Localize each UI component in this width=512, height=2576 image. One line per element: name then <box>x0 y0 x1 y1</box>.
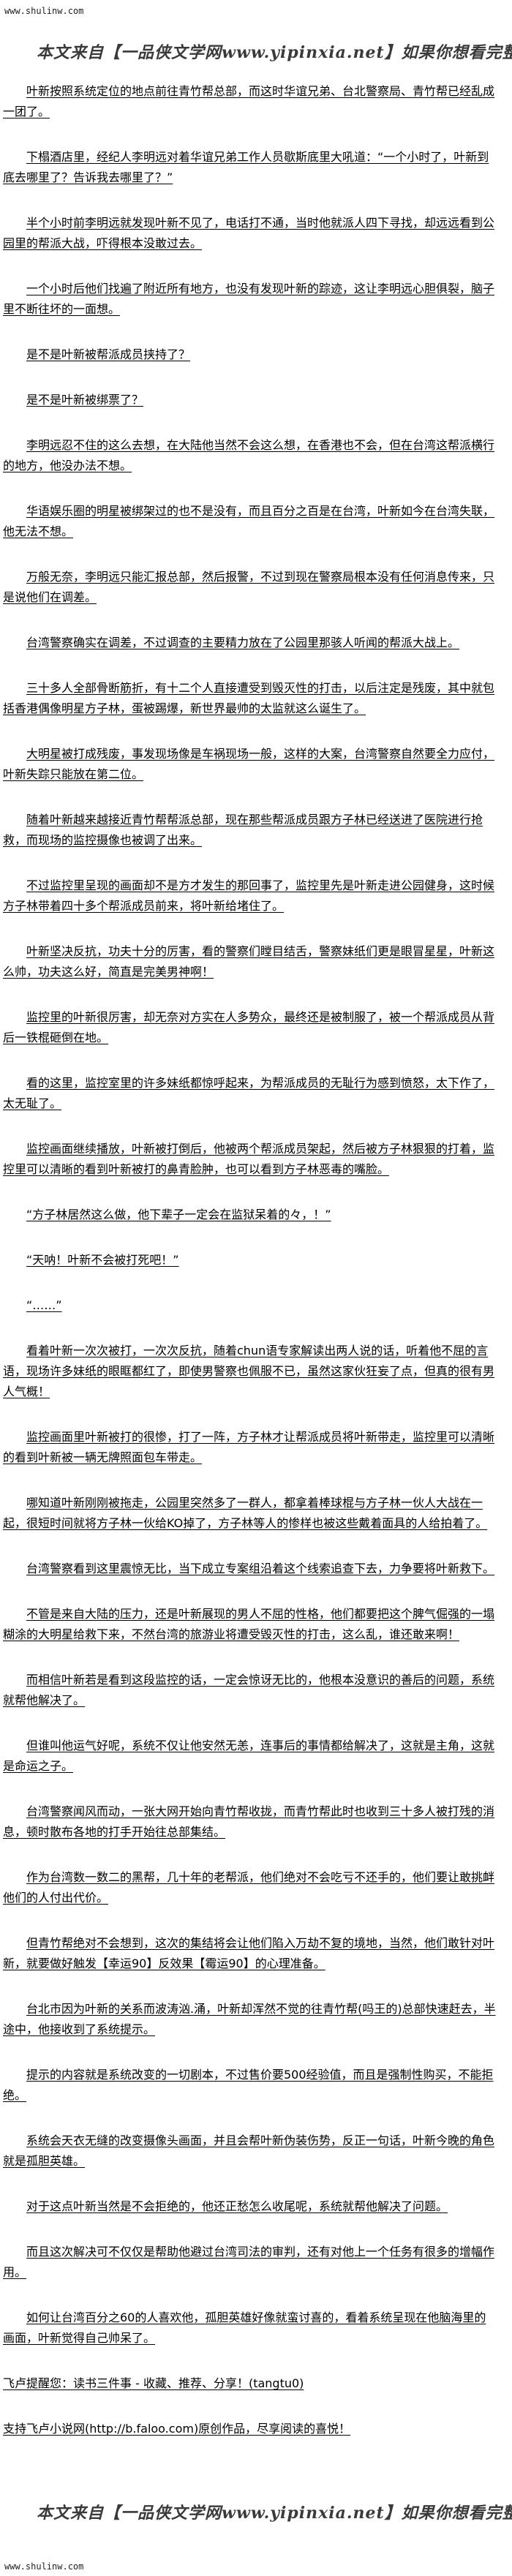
paragraph-text: 是不是叶新被帮派成员挟持了？ <box>26 347 191 361</box>
paragraph-text: 叶新按照系统定位的地点前往青竹帮总部，而这时华谊兄弟、台北警察局、青竹帮已经乱成… <box>3 84 495 118</box>
paragraph-text: 而相信叶新若是看到这段监控的话，一定会惊讶无比的，他根本没意识的善后的问题，系统… <box>3 1673 495 1707</box>
paragraph: 台北市因为叶新的关系而波涛汹.涌，叶新却浑然不觉的往青竹帮(吗王的)总部快速赶去… <box>3 1999 496 2040</box>
paragraph-text: 一个小时后他们找遍了附近所有地方，也没有发现叶新的踪迹，这让李明远心胆俱裂，脑子… <box>3 282 495 316</box>
paragraph: 对于这点叶新当然是不会拒绝的，他还正愁怎么收尾呢，系统就帮他解决了问题。 <box>3 2196 496 2217</box>
paragraph: “……” <box>3 1295 496 1316</box>
paragraph-text: 李明远忍不住的这么去想，在大陆他当然不会这么想，在香港也不会，但在台湾这帮派横行… <box>3 438 495 472</box>
paragraph-text: 三十多人全部骨断筋折，有十二个人直接遭受到毁灭性的打击，以后注定是残废，其中就包… <box>3 681 495 715</box>
paragraph-text: 不过监控里呈现的画面却不是方才发生的那回事了，监控里先是叶新走进公园健身，这时候… <box>3 878 495 913</box>
paragraph: 但青竹帮绝对不会想到，这次的集结将会让他们陷入万劫不复的境地，当然，他们敢针对叶… <box>3 1933 496 1974</box>
paragraph-text: 看的这里，监控室里的许多妹纸都惊呼起来，为帮派成员的无耻行为感到愤怒，太下作了，… <box>3 1076 495 1110</box>
paragraph-text: 下榻酒店里，经纪人李明远对着华谊兄弟工作人员歇斯底里大吼道：“一个小时了，叶新到… <box>3 150 489 184</box>
paragraph-text: 台北市因为叶新的关系而波涛汹.涌，叶新却浑然不觉的往青竹帮(吗王的)总部快速赶去… <box>3 2002 496 2036</box>
paragraph-text: 华语娱乐圈的明星被绑架过的也不是没有，而且百分之百是在台湾，叶新如今在台湾失联，… <box>3 504 495 538</box>
paragraph: 下榻酒店里，经纪人李明远对着华谊兄弟工作人员歇斯底里大吼道：“一个小时了，叶新到… <box>3 147 496 188</box>
paragraph: 随着叶新越来越接近青竹帮帮派总部，现在那些帮派成员跟方子林已经送进了医院进行抢救… <box>3 810 496 851</box>
paragraph: 半个小时前李明远就发现叶新不见了，电话打不通，当时他就派人四下寻找，却远远看到公… <box>3 213 496 254</box>
paragraph: 是不是叶新被帮派成员挟持了？ <box>3 344 496 365</box>
paragraph-text: 台湾警察闻风而动，一张大网开始向青竹帮收拢，而青竹帮此时也收到三十多人被打残的消… <box>3 1804 495 1839</box>
paragraph: 监控画面继续播放，叶新被打倒后，他被两个帮派成员架起，然后被方子林狠狠的打着，监… <box>3 1139 496 1180</box>
paragraph: 一个小时后他们找遍了附近所有地方，也没有发现叶新的踪迹，这让李明远心胆俱裂，脑子… <box>3 279 496 320</box>
paragraph: “方子林居然这么做，他下辈子一定会在监狱呆着的々，！” <box>3 1205 496 1225</box>
paragraph-text: 监控画面继续播放，叶新被打倒后，他被两个帮派成员架起，然后被方子林狠狠的打着，监… <box>3 1142 495 1176</box>
chapter-content: 叶新按照系统定位的地点前往青竹帮总部，而这时华谊兄弟、台北警察局、青竹帮已经乱成… <box>3 81 496 2464</box>
paragraph: 不管是来自大陆的压力，还是叶新展现的男人不屈的性格，他们都要把这个脾气倔强的一塌… <box>3 1604 496 1645</box>
paragraph: 而相信叶新若是看到这段监控的话，一定会惊讶无比的，他根本没意识的善后的问题，系统… <box>3 1670 496 1711</box>
paragraph-text: 台湾警察确实在调差，不过调查的主要精力放在了公园里那骇人听闻的帮派大战上。 <box>26 636 460 649</box>
paragraph: 大明星被打成残废，事发现场像是车祸现场一般，这样的大案，台湾警察自然要全力应付，… <box>3 744 496 785</box>
paragraph-text: 系统会天衣无缝的改变摄像头画面，并且会帮叶新伪装伤势，反正一句话，叶新今晚的角色… <box>3 2134 495 2168</box>
paragraph-text: 而且这次解决可不仅仅是帮助他避过台湾司法的审判，还有对他上一个任务有很多的增幅作… <box>3 2245 495 2279</box>
paragraph-text: 如何让台湾百分之60的人喜欢他，孤胆英雄好像就蛮讨喜的，看着系统呈现在他脑海里的… <box>3 2311 486 2345</box>
paragraph-text: 对于这点叶新当然是不会拒绝的，他还正愁怎么收尾呢，系统就帮他解决了问题。 <box>26 2199 448 2213</box>
paragraph: 三十多人全部骨断筋折，有十二个人直接遭受到毁灭性的打击，以后注定是残废，其中就包… <box>3 678 496 719</box>
footer-reminder: 飞卢提醒您：读书三件事 - 收藏、推荐、分享！(tangtu0) <box>3 2373 496 2394</box>
paragraph-text: 随着叶新越来越接近青竹帮帮派总部，现在那些帮派成员跟方子林已经送进了医院进行抢救… <box>3 813 483 847</box>
paragraph: 叶新按照系统定位的地点前往青竹帮总部，而这时华谊兄弟、台北警察局、青竹帮已经乱成… <box>3 81 496 122</box>
paragraph-list: 叶新按照系统定位的地点前往青竹帮总部，而这时华谊兄弟、台北警察局、青竹帮已经乱成… <box>3 81 496 2349</box>
paragraph: 叶新坚决反抗，功夫十分的厉害，看的警察们瞠目结舌，警察妹纸们更是眼冒星星，叶新这… <box>3 941 496 982</box>
paragraph: 看着叶新一次次被打，一次次反抗，随着chun语专家解读出两人说的话，听着他不屈的… <box>3 1341 496 1402</box>
paragraph-text: 但谁叫他运气好呢，系统不仅让他安然无恙，连事后的事情都给解决了，这就是主角，这就… <box>3 1739 495 1773</box>
paragraph-text: 监控画面里叶新被打的很惨，打了一阵，方子林才让帮派成员将叶新带走，监控里可以清晰… <box>3 1430 495 1464</box>
footer-reminder-text: 飞卢提醒您：读书三件事 - 收藏、推荐、分享！(tangtu0) <box>3 2376 304 2390</box>
paragraph-text: 是不是叶新被绑票了？ <box>26 393 144 407</box>
paragraph: 监控里的叶新很厉害，却无奈对方实在人多势众，最终还是被制服了，被一个帮派成员从背… <box>3 1007 496 1048</box>
paragraph-text: 作为台湾数一数二的黑帮，几十年的老帮派，他们绝对不会吃亏不还手的，他们要让敢挑衅… <box>3 1870 495 1905</box>
paragraph: 哪知道叶新刚刚被拖走，公园里突然多了一群人，都拿着棒球棍与方子林一伙人大战在一起… <box>3 1493 496 1534</box>
footer-support-text: 支持飞卢小说网(http://b.faloo.com)原创作品，尽享阅读的喜悦！ <box>3 2422 351 2436</box>
paragraph: 不过监控里呈现的画面却不是方才发生的那回事了，监控里先是叶新走进公园健身，这时候… <box>3 875 496 916</box>
paragraph-text: 万般无奈，李明远只能汇报总部，然后报警，不过到现在警察局根本没有任何消息传来，只… <box>3 570 495 604</box>
paragraph-text: 叶新坚决反抗，功夫十分的厉害，看的警察们瞠目结舌，警察妹纸们更是眼冒星星，叶新这… <box>3 944 495 979</box>
paragraph: 提示的内容就是系统改变的一切剧本，不过售价要500经验值，而且是强制性购买，不能… <box>3 2065 496 2106</box>
paragraph-text: “……” <box>26 1298 62 1312</box>
paragraph: 万般无奈，李明远只能汇报总部，然后报警，不过到现在警察局根本没有任何消息传来，只… <box>3 567 496 608</box>
paragraph-text: 但青竹帮绝对不会想到，这次的集结将会让他们陷入万劫不复的境地，当然，他们敢针对叶… <box>3 1936 495 1970</box>
paragraph-text: 监控里的叶新很厉害，却无奈对方实在人多势众，最终还是被制服了，被一个帮派成员从背… <box>3 1010 495 1044</box>
paragraph-text: 看着叶新一次次被打，一次次反抗，随着chun语专家解读出两人说的话，听着他不屈的… <box>3 1344 495 1398</box>
paragraph-text: 半个小时前李明远就发现叶新不见了，电话打不通，当时他就派人四下寻找，却远远看到公… <box>3 216 495 250</box>
source-banner-top: 本文来自【一品侠文学网www.yipinxia.net】如果你想看完整版小说，请 <box>37 43 512 62</box>
site-label-bottom: www.shulinw.com <box>4 2561 84 2572</box>
paragraph-text: 台湾警察看到这里震惊无比，当下成立专案组沿着这个线索追查下去，力争要将叶新救下。 <box>26 1562 495 1575</box>
paragraph: 是不是叶新被绑票了？ <box>3 390 496 410</box>
source-banner-bottom: 本文来自【一品侠文学网www.yipinxia.net】如果你想看完整版小说，请 <box>37 2504 512 2523</box>
footer-support: 支持飞卢小说网(http://b.faloo.com)原创作品，尽享阅读的喜悦！ <box>3 2419 496 2439</box>
paragraph: 台湾警察确实在调差，不过调查的主要精力放在了公园里那骇人听闻的帮派大战上。 <box>3 633 496 653</box>
paragraph-text: 提示的内容就是系统改变的一切剧本，不过售价要500经验值，而且是强制性购买，不能… <box>3 2068 494 2102</box>
paragraph: 但谁叫他运气好呢，系统不仅让他安然无恙，连事后的事情都给解决了，这就是主角，这就… <box>3 1736 496 1777</box>
paragraph-text: “方子林居然这么做，他下辈子一定会在监狱呆着的々，！” <box>26 1208 331 1221</box>
paragraph: 台湾警察闻风而动，一张大网开始向青竹帮收拢，而青竹帮此时也收到三十多人被打残的消… <box>3 1801 496 1842</box>
paragraph: 而且这次解决可不仅仅是帮助他避过台湾司法的审判，还有对他上一个任务有很多的增幅作… <box>3 2242 496 2283</box>
paragraph: 李明远忍不住的这么去想，在大陆他当然不会这么想，在香港也不会，但在台湾这帮派横行… <box>3 435 496 476</box>
paragraph-text: “天呐！叶新不会被打死吧！” <box>26 1253 179 1267</box>
paragraph: 系统会天衣无缝的改变摄像头画面，并且会帮叶新伪装伤势，反正一句话，叶新今晚的角色… <box>3 2131 496 2172</box>
paragraph: “天呐！叶新不会被打死吧！” <box>3 1250 496 1270</box>
paragraph: 华语娱乐圈的明星被绑架过的也不是没有，而且百分之百是在台湾，叶新如今在台湾失联，… <box>3 501 496 542</box>
site-label-top: www.shulinw.com <box>4 6 84 16</box>
paragraph-text: 哪知道叶新刚刚被拖走，公园里突然多了一群人，都拿着棒球棍与方子林一伙人大战在一起… <box>3 1496 488 1530</box>
paragraph: 看的这里，监控室里的许多妹纸都惊呼起来，为帮派成员的无耻行为感到愤怒，太下作了，… <box>3 1073 496 1114</box>
paragraph-text: 大明星被打成残废，事发现场像是车祸现场一般，这样的大案，台湾警察自然要全力应付，… <box>3 747 495 781</box>
paragraph: 台湾警察看到这里震惊无比，当下成立专案组沿着这个线索追查下去，力争要将叶新救下。 <box>3 1559 496 1579</box>
paragraph: 作为台湾数一数二的黑帮，几十年的老帮派，他们绝对不会吃亏不还手的，他们要让敢挑衅… <box>3 1867 496 1908</box>
paragraph-text: 不管是来自大陆的压力，还是叶新展现的男人不屈的性格，他们都要把这个脾气倔强的一塌… <box>3 1607 495 1641</box>
paragraph: 如何让台湾百分之60的人喜欢他，孤胆英雄好像就蛮讨喜的，看着系统呈现在他脑海里的… <box>3 2308 496 2349</box>
paragraph: 监控画面里叶新被打的很惨，打了一阵，方子林才让帮派成员将叶新带走，监控里可以清晰… <box>3 1427 496 1468</box>
chapter-footer: 飞卢提醒您：读书三件事 - 收藏、推荐、分享！(tangtu0) 支持飞卢小说网… <box>3 2373 496 2439</box>
